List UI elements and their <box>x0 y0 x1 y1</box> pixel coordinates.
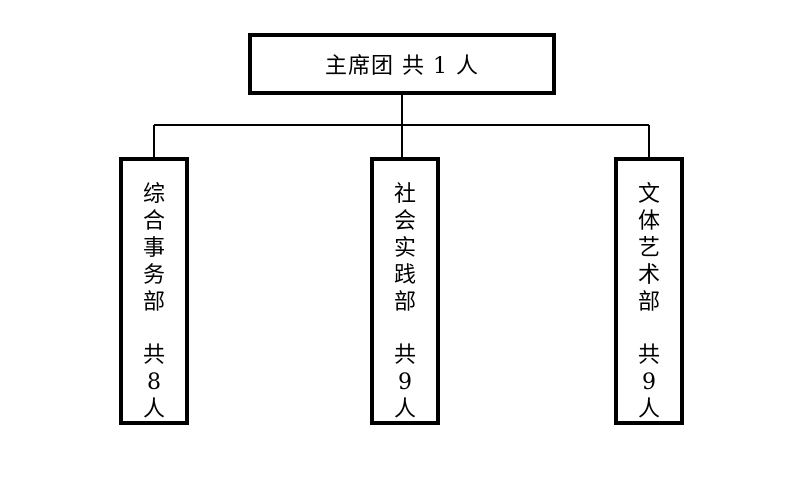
root-node-count: 共 1 人 <box>402 54 479 79</box>
dept-node-social-practice: 社 会 实 践 部 共 9 人 <box>370 157 440 425</box>
dept-name-char: 会 <box>393 209 416 234</box>
dept-name-char: 合 <box>142 209 165 234</box>
dept-node-label: 综 合 事 务 部 共 8 人 <box>123 181 185 423</box>
dept-name-char: 部 <box>142 290 165 315</box>
dept-count-char: 8 <box>147 370 161 395</box>
dept-name-char: 实 <box>393 236 416 261</box>
dept-name-char: 践 <box>393 263 416 288</box>
dept-name-char: 体 <box>637 209 660 234</box>
dept-name-char: 部 <box>393 290 416 315</box>
root-node-label: 主席团 共 1 人 <box>325 48 479 80</box>
dept-count-char: 共 <box>637 343 660 368</box>
dept-count-char: 9 <box>398 370 412 395</box>
dept-count-char: 共 <box>393 343 416 368</box>
dept-node-arts-sports: 文 体 艺 术 部 共 9 人 <box>614 157 684 425</box>
dept-name-char: 综 <box>142 182 165 207</box>
dept-count-char: 共 <box>142 343 165 368</box>
root-node-name: 主席团 <box>325 54 395 79</box>
dept-name-char: 部 <box>637 290 660 315</box>
dept-name-char: 文 <box>637 182 660 207</box>
dept-node-general-affairs: 综 合 事 务 部 共 8 人 <box>119 157 189 425</box>
root-node-presidium: 主席团 共 1 人 <box>248 33 556 95</box>
dept-node-label: 文 体 艺 术 部 共 9 人 <box>618 181 680 423</box>
dept-count-char: 人 <box>393 397 416 422</box>
dept-name-char: 术 <box>637 263 660 288</box>
dept-name-char: 社 <box>393 182 416 207</box>
dept-count-char: 人 <box>142 397 165 422</box>
dept-name-char: 艺 <box>637 236 660 261</box>
dept-count-char: 9 <box>642 370 656 395</box>
dept-name-char: 事 <box>142 236 165 261</box>
dept-name-char: 务 <box>142 263 165 288</box>
dept-node-label: 社 会 实 践 部 共 9 人 <box>374 181 436 423</box>
dept-count-char: 人 <box>637 397 660 422</box>
